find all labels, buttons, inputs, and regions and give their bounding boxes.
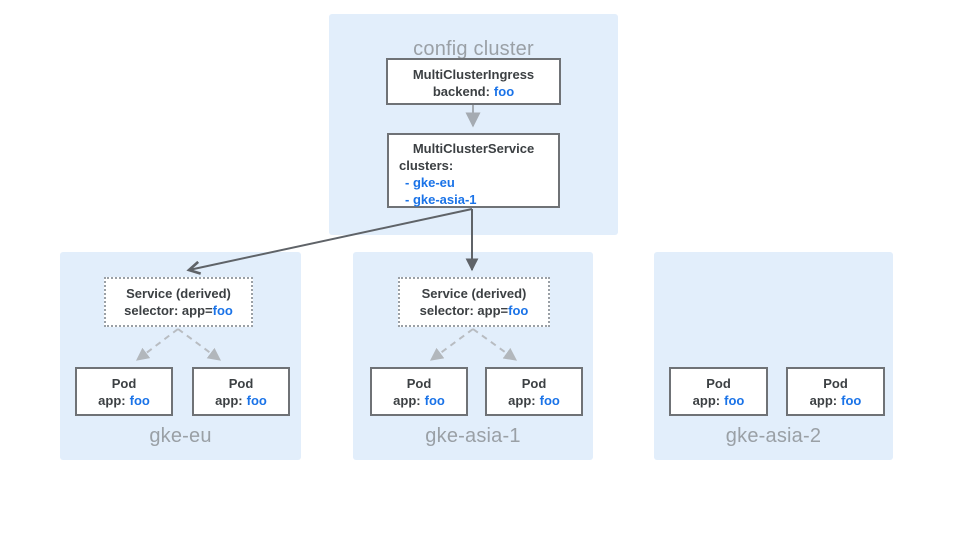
pod-app-line: app:foo (788, 392, 883, 409)
cluster-panel-gke-asia-1: gke-asia-1 (353, 252, 593, 460)
pod-app-value: foo (424, 393, 445, 408)
service-selector-label: selector: app= (419, 303, 509, 318)
mcs-title: MultiClusterService (412, 141, 535, 156)
mci-backend-value: foo (493, 84, 515, 99)
derived-service-box-gke-asia-1: Service (derived) selector: app=foo (398, 277, 550, 327)
pod-app-line: app:foo (77, 392, 171, 409)
pod-app-value: foo (539, 393, 560, 408)
pod-app-label: app: (393, 393, 421, 408)
mcs-clusters-label: clusters: (399, 158, 454, 173)
service-selector-value: foo (212, 303, 233, 318)
pod-box: Pod app:foo (370, 367, 468, 416)
cluster-label-gke-asia-1: gke-asia-1 (425, 425, 521, 447)
mci-backend-line: backend:foo (388, 83, 559, 100)
pod-app-value: foo (724, 393, 745, 408)
service-selector-label: selector: app= (124, 303, 213, 318)
pod-box: Pod app:foo (75, 367, 173, 416)
cluster-panel-gke-asia-2: gke-asia-2 (654, 252, 893, 460)
service-title: Service (derived) (421, 286, 527, 301)
pod-app-label: app: (98, 393, 126, 408)
cluster-label-gke-asia-2: gke-asia-2 (725, 425, 822, 447)
pod-title: Pod (823, 376, 848, 391)
service-selector-value: foo (508, 303, 529, 318)
mcs-cluster-item: - gke-asia-1 (405, 192, 477, 207)
pod-app-value: foo (129, 393, 150, 408)
pod-title: Pod (521, 376, 547, 391)
pod-title: Pod (406, 376, 432, 391)
pod-app-label: app: (215, 393, 243, 408)
pod-app-line: app:foo (372, 392, 466, 409)
derived-service-box-gke-eu: Service (derived) selector: app=foo (104, 277, 253, 327)
service-selector-line: selector: app=foo (106, 302, 251, 319)
pod-app-line: app:foo (671, 392, 766, 409)
pod-title: Pod (706, 376, 731, 391)
pod-app-line: app:foo (194, 392, 288, 409)
pod-app-value: foo (246, 393, 267, 408)
pod-box: Pod app:foo (786, 367, 885, 416)
pod-app-label: app: (692, 393, 721, 408)
pod-app-line: app:foo (487, 392, 581, 409)
pod-title: Pod (228, 376, 254, 391)
pod-box: Pod app:foo (669, 367, 768, 416)
mci-backend-label: backend: (432, 84, 490, 99)
cluster-label-gke-eu: gke-eu (149, 425, 212, 447)
config-cluster-label: config cluster (413, 38, 534, 60)
pod-box: Pod app:foo (192, 367, 290, 416)
service-title: Service (derived) (126, 286, 231, 301)
pod-app-label: app: (809, 393, 838, 408)
pod-box: Pod app:foo (485, 367, 583, 416)
pod-app-label: app: (508, 393, 536, 408)
mci-title: MultiClusterIngress (412, 67, 535, 82)
service-selector-line: selector: app=foo (400, 302, 548, 319)
multiclusterservice-box: MultiClusterService clusters: - gke-eu -… (387, 133, 560, 208)
pod-title: Pod (111, 376, 137, 391)
mcs-cluster-item: - gke-eu (405, 175, 455, 190)
pod-app-value: foo (841, 393, 862, 408)
multiclusteringress-box: MultiClusterIngress backend:foo (386, 58, 561, 105)
